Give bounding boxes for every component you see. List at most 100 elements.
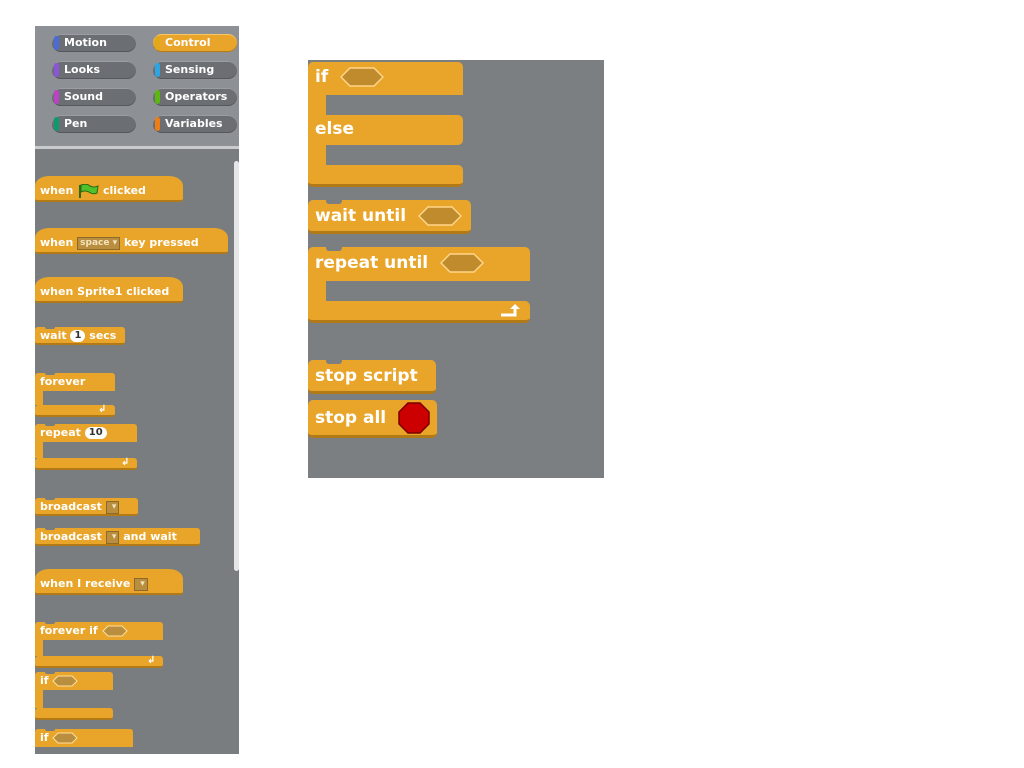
if-block-arm [35,690,43,708]
boolean-slot-icon[interactable] [52,675,79,687]
category-label: Motion [64,36,107,49]
block-text: stop all [315,408,387,428]
forever-block[interactable]: forever [35,372,115,391]
repeat-until-bottom [308,301,530,323]
broadcast-block[interactable]: broadcast ▾ [35,497,138,516]
if-else-bottom [308,165,463,187]
boolean-slot-icon[interactable] [340,67,385,87]
boolean-slot-icon[interactable] [440,253,485,273]
loop-arrow-icon: ↲ [147,655,156,666]
broadcast-and-wait-block[interactable]: broadcast ▾ and wait [35,527,200,546]
block-notch [326,199,342,204]
forever-if-block[interactable]: forever if [35,621,163,640]
category-variables-button[interactable]: Variables [153,115,237,133]
block-text: if [40,674,49,687]
category-sound-button[interactable]: Sound [52,88,136,106]
if-else-block-large[interactable]: if [308,62,463,95]
repeat-until-block[interactable]: repeat until [308,246,530,281]
block-notch [45,621,55,624]
block-text: when [40,184,74,197]
stop-script-block[interactable]: stop script [308,359,436,394]
key-dropdown-value: space [80,237,110,248]
broadcast-message-dropdown[interactable]: ▾ [105,500,120,514]
forever-block-arm [35,391,43,405]
block-notch [45,326,55,329]
block-text: else [315,119,355,139]
block-notch [326,246,342,251]
block-palette: Motion Control Looks Sensing Sound Opera… [35,26,239,754]
operators-color-swatch [155,90,160,104]
block-notch [45,497,55,500]
repeat-count-input[interactable]: 10 [84,427,107,439]
block-text: repeat [40,426,81,439]
sensing-color-swatch [155,63,160,77]
when-i-receive-block[interactable]: when I receive ▾ [35,569,183,595]
stop-sign-icon [398,402,430,434]
palette-scrollbar[interactable] [234,161,239,571]
block-text: forever [40,375,86,388]
wait-until-block[interactable]: wait until [308,199,471,234]
block-text: broadcast [40,530,102,543]
block-text: key pressed [123,236,199,249]
if-arm [308,95,326,115]
category-looks-button[interactable]: Looks [52,61,136,79]
variables-color-swatch [155,117,160,131]
pen-color-swatch [54,117,59,131]
zoomed-blocks-panel: if else wait until repeat until stop scr… [308,60,604,478]
key-dropdown[interactable]: space ▾ [77,236,121,250]
category-label: Pen [64,117,88,130]
repeat-block-arm [35,442,43,458]
block-notch [45,423,55,426]
category-label: Looks [64,63,100,76]
category-control-button[interactable]: Control [153,34,237,52]
block-text: when I receive [40,577,131,590]
repeat-block-bottom [35,458,137,470]
block-notch [45,527,55,530]
forever-if-block-arm [35,640,43,656]
forever-if-block-bottom [35,656,163,668]
boolean-slot-icon[interactable] [101,625,128,637]
when-sprite-clicked-block[interactable]: when Sprite1 clicked [35,277,183,303]
loop-arrow-icon: ↲ [121,457,130,468]
motion-color-swatch [54,36,59,50]
block-text: stop script [315,366,418,386]
boolean-slot-icon[interactable] [417,206,462,226]
block-text: forever if [40,624,98,637]
category-label: Control [165,36,211,49]
block-notch [45,671,55,674]
category-label: Operators [165,90,228,103]
block-text: if [315,67,329,87]
block-notch [45,728,55,731]
when-flag-clicked-block[interactable]: when clicked [35,176,183,202]
category-sensing-button[interactable]: Sensing [153,61,237,79]
when-key-pressed-block[interactable]: when space ▾ key pressed [35,228,228,254]
block-text: clicked [102,184,146,197]
category-motion-button[interactable]: Motion [52,34,136,52]
if-block[interactable]: if [35,671,113,690]
looks-color-swatch [54,63,59,77]
category-operators-button[interactable]: Operators [153,88,237,106]
if-else-block[interactable]: if [35,728,133,747]
if-block-bottom [35,708,113,720]
block-notch [326,359,342,364]
category-pen-button[interactable]: Pen [52,115,136,133]
else-arm [308,145,326,165]
block-text: when [40,236,74,249]
block-text: wait [40,329,67,342]
boolean-slot-icon[interactable] [52,732,79,744]
green-flag-icon [79,183,99,198]
receive-message-dropdown[interactable]: ▾ [134,577,148,591]
block-text: if [40,731,49,744]
else-label-bar: else [308,115,463,145]
wait-secs-block[interactable]: wait 1 secs [35,326,125,345]
repeat-block[interactable]: repeat 10 [35,423,137,442]
block-text: and wait [123,530,177,543]
category-label: Sensing [165,63,215,76]
wait-seconds-input[interactable]: 1 [70,330,86,342]
category-selector: Motion Control Looks Sensing Sound Opera… [35,26,239,149]
block-text: broadcast [40,500,102,513]
broadcast-message-dropdown[interactable]: ▾ [105,530,120,544]
block-text: when Sprite1 clicked [40,285,170,298]
repeat-until-arm [308,281,326,301]
stop-all-block[interactable]: stop all [308,400,437,438]
